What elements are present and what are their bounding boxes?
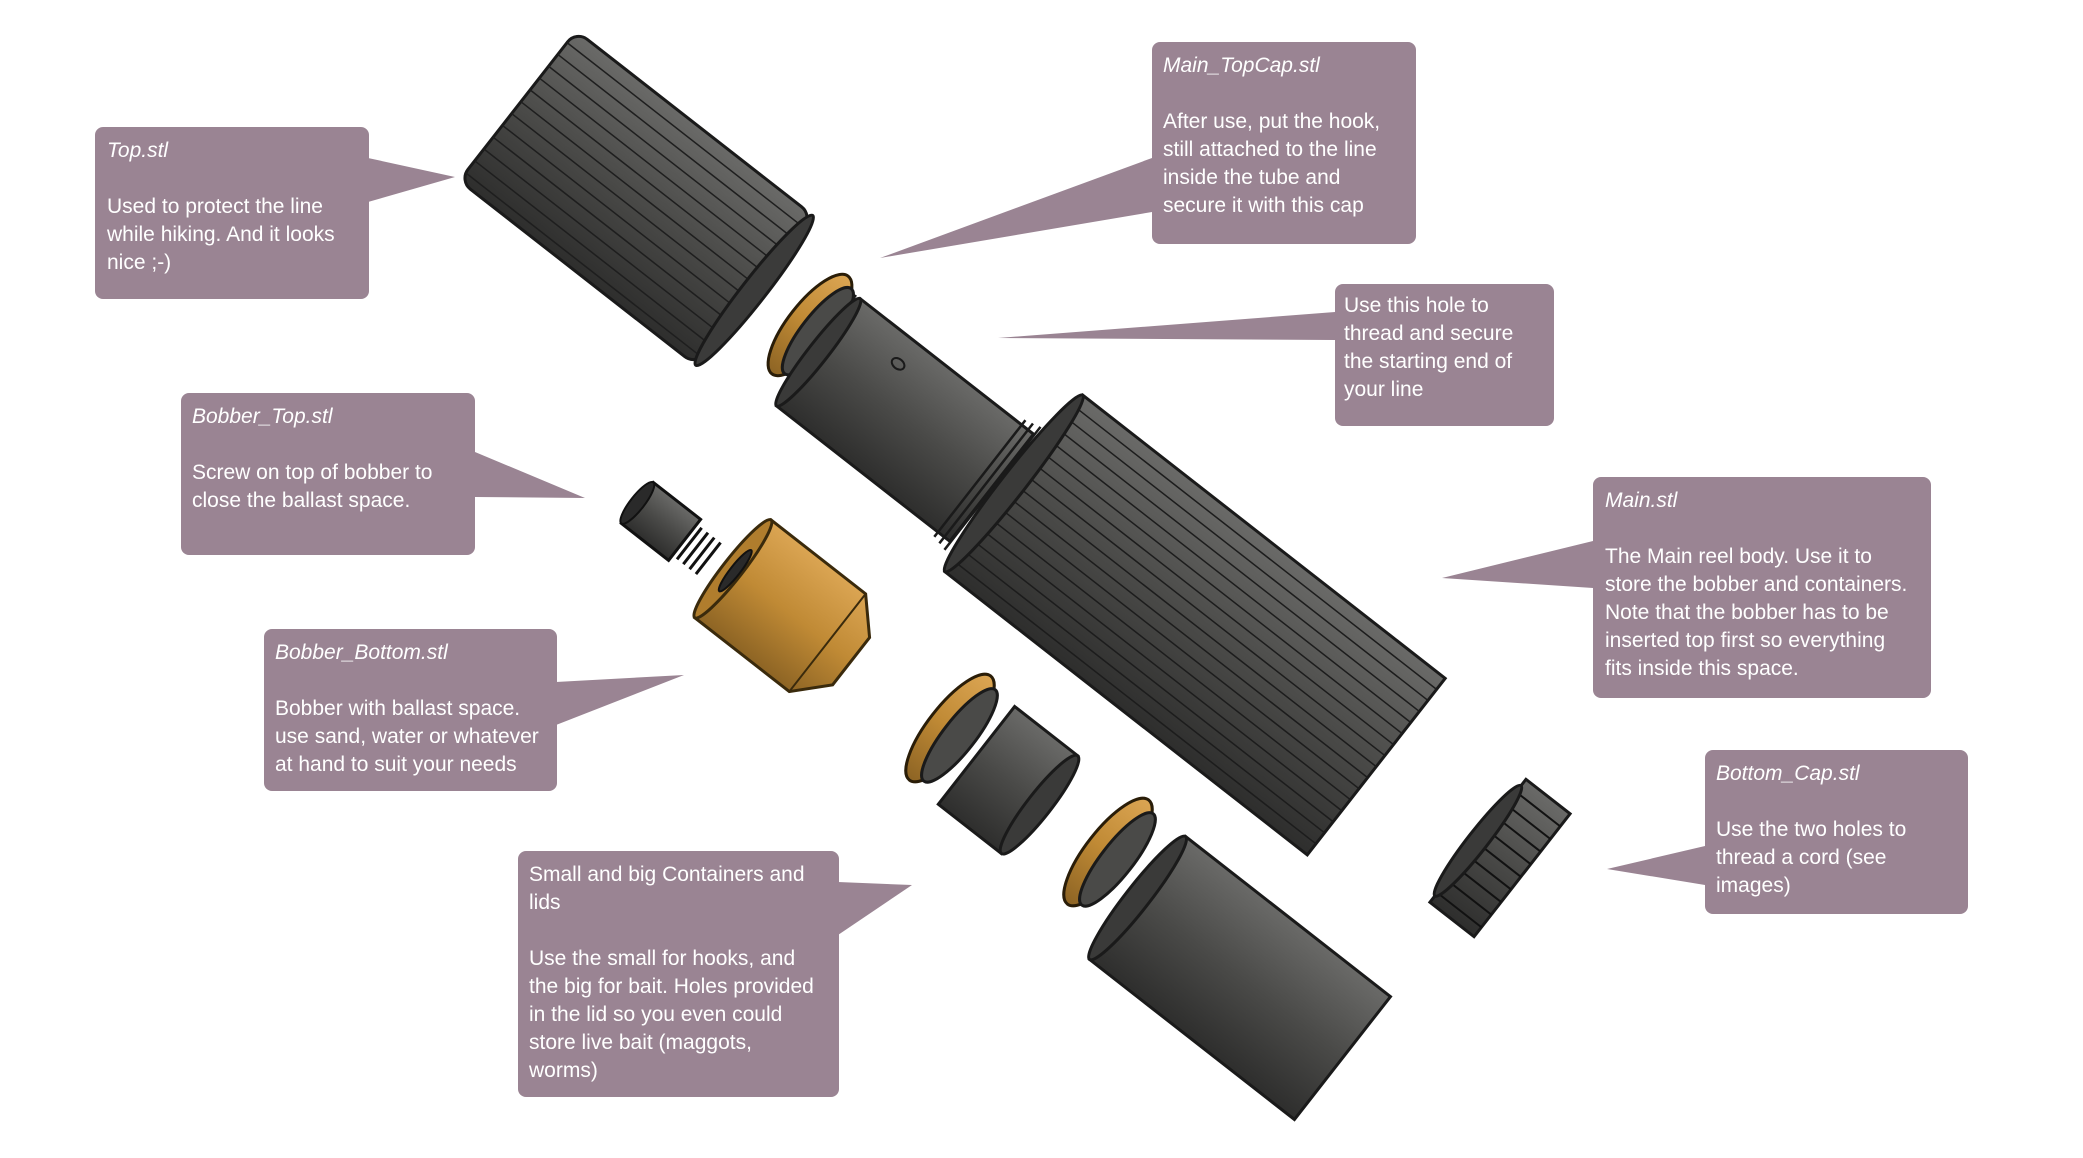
callout-containers-heading: Small and big Containers and lids bbox=[529, 863, 805, 914]
callout-main-filename: Main.stl bbox=[1605, 489, 1678, 512]
callout-containers-description: Use the small for hooks, and the big for… bbox=[529, 947, 814, 1082]
top-cover-part bbox=[463, 34, 815, 368]
callout-main-topcap-filename: Main_TopCap.stl bbox=[1163, 54, 1320, 77]
callout-bobber-bottom-description: Bobber with ballast space. use sand, wat… bbox=[275, 697, 539, 776]
big-container-part bbox=[1087, 834, 1393, 1122]
callout-main-description: The Main reel body. Use it to store the … bbox=[1605, 545, 1908, 680]
bobber-bottom-part bbox=[692, 517, 872, 694]
callout-hole-description: Use this hole to thread and secure the s… bbox=[1344, 294, 1514, 401]
pointer-bobber-top bbox=[475, 452, 585, 498]
callout-bobber-top-filename: Bobber_Top.stl bbox=[192, 405, 333, 428]
small-container-part bbox=[936, 704, 1081, 856]
main-body-part bbox=[942, 393, 1448, 857]
callout-main-topcap-description: After use, put the hook, still attached … bbox=[1163, 110, 1381, 217]
callout-hole: Use this hole to thread and secure the s… bbox=[1335, 284, 1554, 426]
pointer-bottom-cap bbox=[1607, 846, 1705, 885]
pointer-hole bbox=[998, 312, 1335, 340]
callout-main: Main.stl The Main reel body. Use it to s… bbox=[1593, 477, 1931, 698]
callout-bobber-top: Bobber_Top.stl Screw on top of bobber to… bbox=[181, 393, 475, 555]
callout-top-filename: Top.stl bbox=[107, 139, 169, 162]
callout-main-topcap: Main_TopCap.stl After use, put the hook,… bbox=[1152, 42, 1416, 244]
main-neck-part bbox=[774, 296, 1050, 558]
callout-bottom-cap: Bottom_Cap.stl Use the two holes to thre… bbox=[1705, 750, 1968, 914]
callout-top: Top.stl Used to protect the line while h… bbox=[95, 127, 369, 299]
callout-bobber-bottom-filename: Bobber_Bottom.stl bbox=[275, 641, 448, 664]
pointer-main-topcap bbox=[880, 158, 1152, 258]
pointer-main bbox=[1442, 541, 1593, 588]
callout-top-description: Used to protect the line while hiking. A… bbox=[107, 195, 335, 274]
small-lid-part bbox=[904, 672, 999, 784]
callout-bottom-cap-description: Use the two holes to thread a cord (see … bbox=[1716, 818, 1907, 897]
callout-pointers bbox=[368, 158, 1705, 935]
big-lid-part bbox=[1062, 796, 1157, 908]
pointer-containers bbox=[838, 882, 912, 935]
bottom-cap-part bbox=[1427, 777, 1573, 939]
callout-bottom-cap-filename: Bottom_Cap.stl bbox=[1716, 762, 1860, 785]
callout-bobber-top-description: Screw on top of bobber to close the ball… bbox=[192, 461, 433, 512]
callout-bobber-bottom: Bobber_Bottom.stl Bobber with ballast sp… bbox=[264, 629, 557, 791]
pointer-bobber-bottom bbox=[556, 675, 684, 725]
callout-containers: Small and big Containers and lids Use th… bbox=[518, 851, 839, 1097]
pointer-top bbox=[368, 158, 455, 202]
bobber-top-part bbox=[619, 480, 722, 576]
